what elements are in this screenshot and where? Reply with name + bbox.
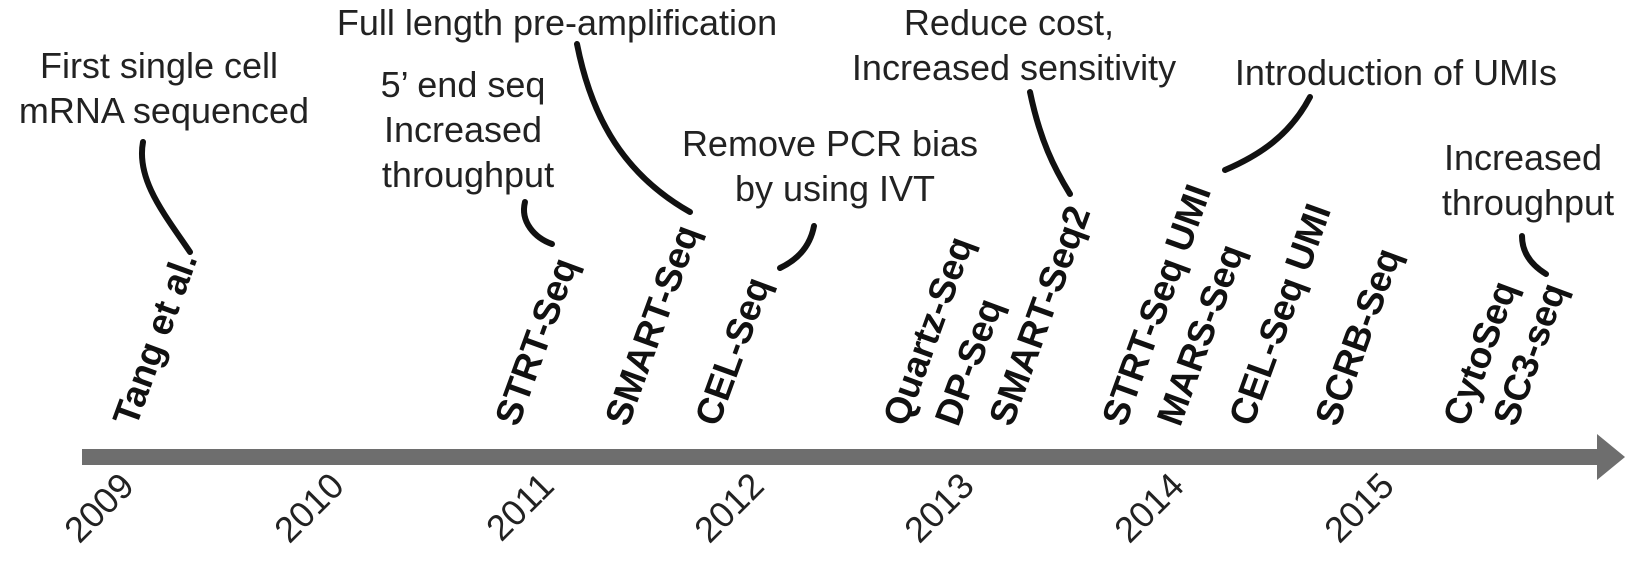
annotation-full-length: Full length pre-amplification: [337, 2, 777, 43]
annotation-first-single-cell-line-1: First single cell: [40, 45, 278, 86]
year-label-2011: 2011: [478, 465, 562, 549]
method-labels: Tang et al. STRT-Seq SMART-Seq CEL-Seq Q…: [105, 179, 1574, 431]
leader-line-strt: [521, 199, 555, 247]
annotation-5-end-seq-line-1: 5’ end seq: [381, 64, 546, 105]
timeline-axis-bar: [82, 449, 1600, 465]
annotation-introduction-umis: Introduction of UMIs: [1235, 52, 1557, 93]
timeline-axis: [82, 434, 1625, 480]
annotation-remove-pcr-bias-line-1: Remove PCR bias: [682, 123, 978, 164]
leader-line-first-cell: [138, 139, 193, 255]
year-label-2014: 2014: [1106, 465, 1192, 551]
annotation-5-end-seq-line-3: throughput: [382, 154, 554, 195]
leader-lines: [138, 41, 1549, 277]
year-label-2012: 2012: [686, 465, 772, 551]
annotation-remove-pcr-bias-line-2: by using IVT: [735, 168, 935, 209]
leader-line-smart2: [1027, 89, 1073, 197]
method-label-strt-seq: STRT-Seq: [487, 253, 585, 431]
leader-line-cel: [777, 223, 817, 271]
annotation-reduce-cost-line-2: Increased sensitivity: [852, 47, 1176, 88]
year-label-2010: 2010: [266, 465, 352, 551]
annotation-increased-throughput-line-2: throughput: [1442, 182, 1614, 223]
method-label-smart-seq: SMART-Seq: [597, 220, 707, 431]
method-label-cel-seq: CEL-Seq: [687, 272, 778, 431]
annotation-5-end-seq: 5’ end seq Increased throughput: [381, 64, 556, 195]
leader-line-cytoseq: [1519, 233, 1549, 277]
method-label-scrb-seq: SCRB-Seq: [1307, 243, 1409, 431]
method-label-tang: Tang et al.: [105, 247, 205, 430]
annotation-introduction-umis-line-1: Introduction of UMIs: [1235, 52, 1557, 93]
leader-line-smart: [574, 41, 693, 215]
annotation-remove-pcr-bias: Remove PCR bias by using IVT: [682, 123, 988, 209]
year-label-2013: 2013: [896, 465, 982, 551]
annotation-first-single-cell: First single cell mRNA sequenced: [19, 45, 309, 131]
year-label-2009: 2009: [56, 465, 142, 551]
timeline-axis-arrowhead: [1597, 434, 1625, 480]
annotation-reduce-cost: Reduce cost, Increased sensitivity: [852, 2, 1176, 88]
annotation-5-end-seq-line-2: Increased: [384, 109, 542, 150]
annotation-first-single-cell-line-2: mRNA sequenced: [19, 90, 309, 131]
annotation-increased-throughput: Increased throughput: [1442, 137, 1614, 223]
leader-line-umi: [1222, 94, 1313, 173]
annotation-reduce-cost-line-1: Reduce cost,: [904, 2, 1114, 43]
annotation-increased-throughput-line-1: Increased: [1444, 137, 1602, 178]
annotation-full-length-line-1: Full length pre-amplification: [337, 2, 777, 43]
year-label-2015: 2015: [1316, 465, 1402, 551]
annotation-labels: First single cell mRNA sequenced 5’ end …: [19, 2, 1614, 223]
year-labels: 2009 2010 2011 2012 2013 2014 2015: [56, 465, 1402, 551]
